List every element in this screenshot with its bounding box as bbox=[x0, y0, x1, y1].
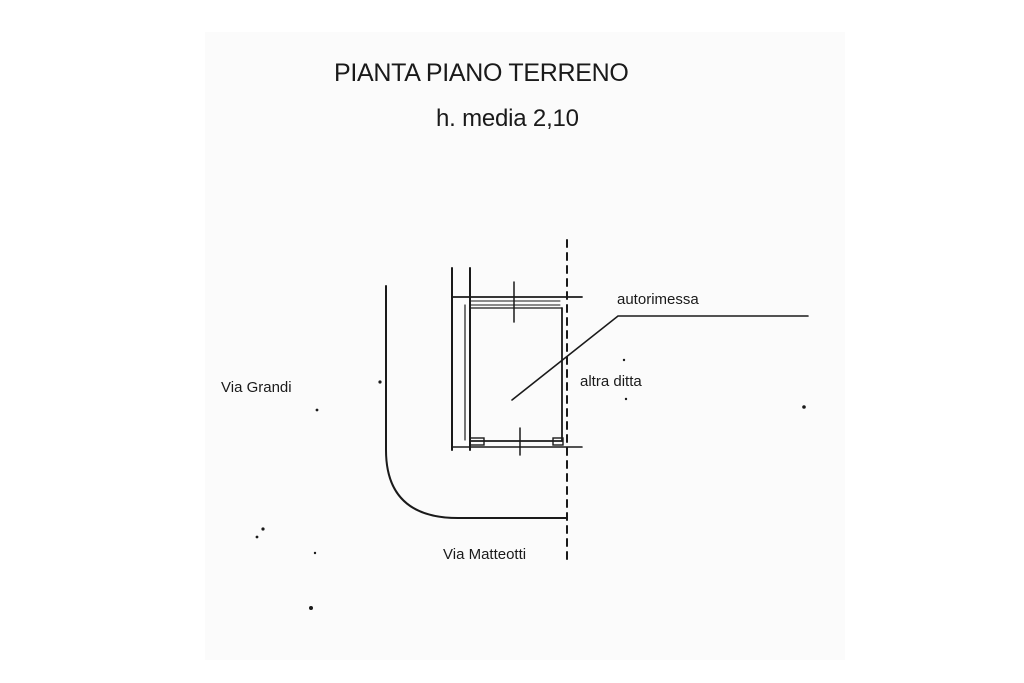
scan-speck bbox=[624, 397, 628, 401]
scan-speck bbox=[802, 405, 806, 409]
scan-speck bbox=[315, 408, 319, 412]
plan-title: PIANTA PIANO TERRENO bbox=[334, 59, 629, 87]
label-street-south: Via Matteotti bbox=[443, 546, 527, 563]
door-jamb-left bbox=[469, 437, 485, 446]
scan-speck bbox=[378, 380, 382, 384]
scan-speck bbox=[261, 527, 265, 531]
street-curb-line bbox=[385, 285, 568, 519]
label-adjacent-property: altra ditta bbox=[580, 373, 642, 390]
scan-speck bbox=[309, 606, 313, 610]
label-garage: autorimessa bbox=[617, 291, 699, 308]
scanned-sheet bbox=[205, 32, 845, 660]
garage-leader-line bbox=[511, 315, 809, 401]
label-street-west: Via Grandi bbox=[221, 379, 292, 396]
scan-speck bbox=[255, 535, 259, 539]
door-jamb-right bbox=[552, 437, 564, 446]
scan-speck bbox=[313, 551, 317, 555]
plan-subtitle: h. media 2,10 bbox=[436, 105, 579, 132]
scan-speck bbox=[622, 358, 626, 362]
